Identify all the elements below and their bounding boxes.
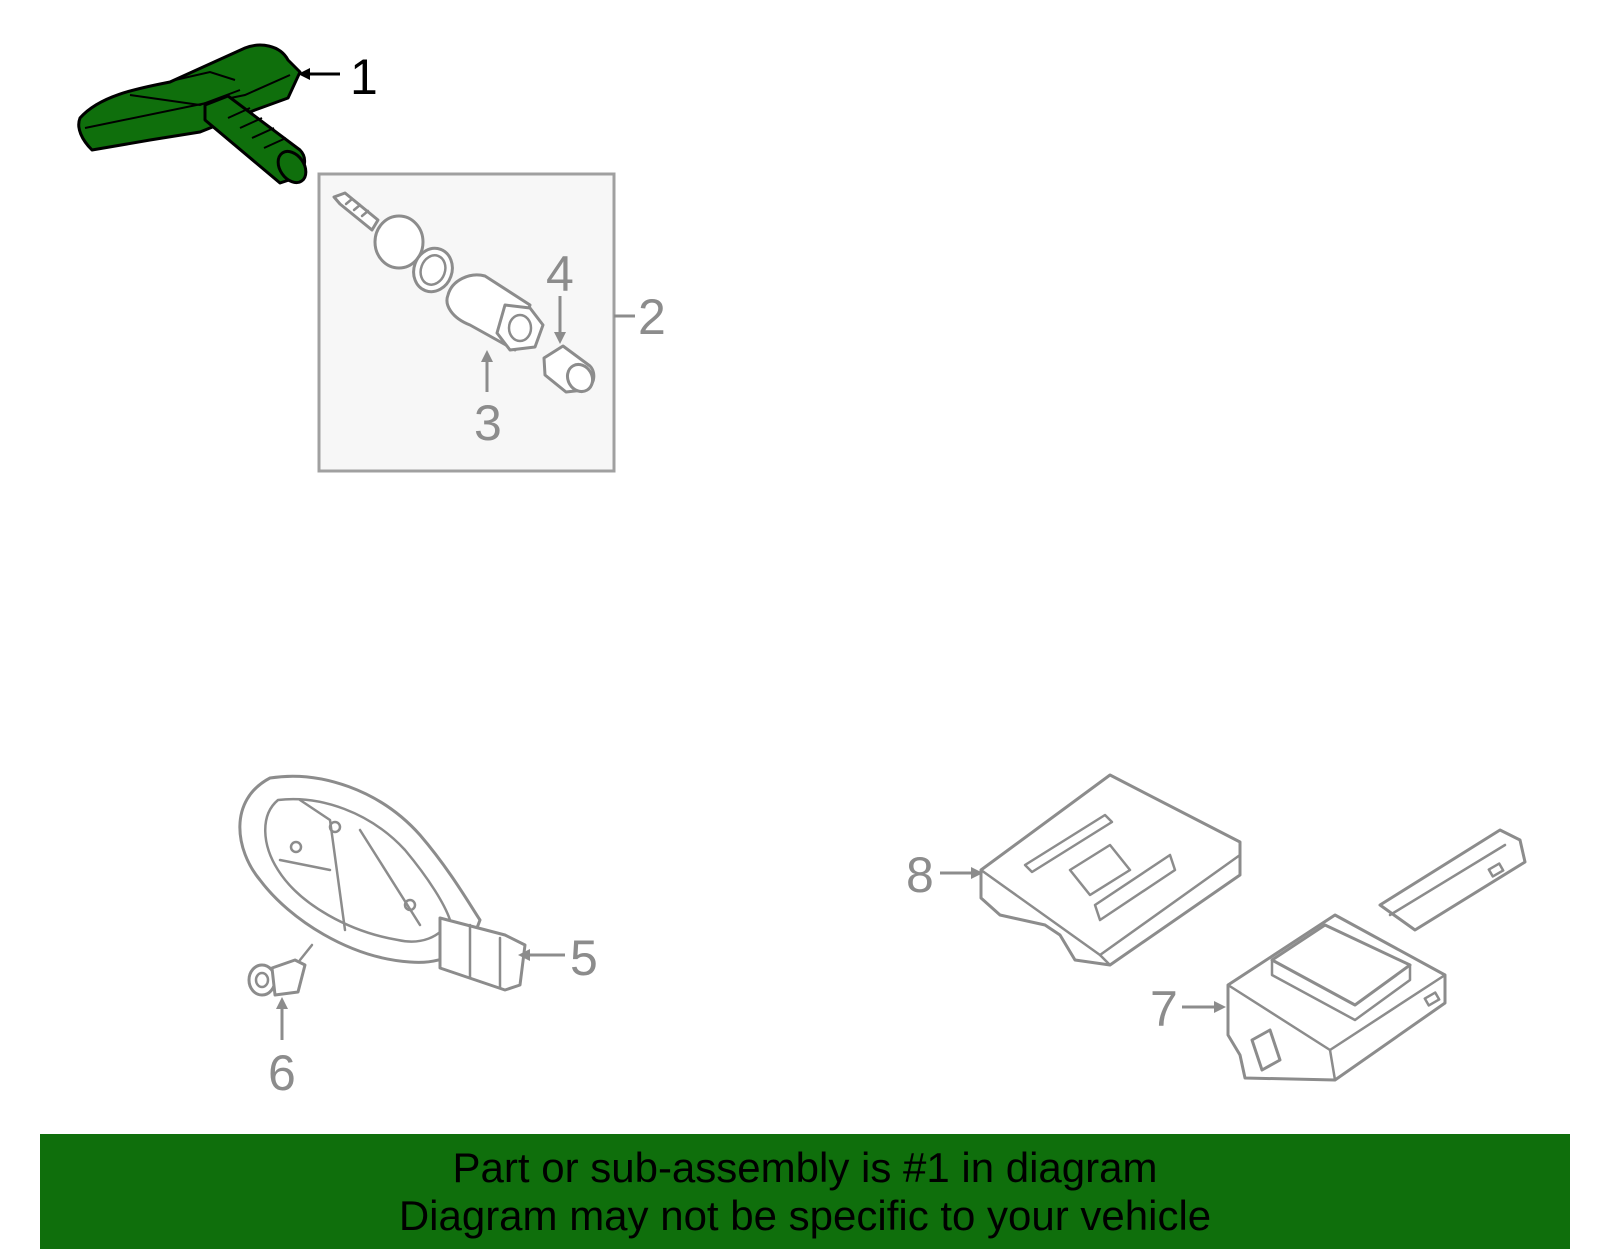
callout-8[interactable]: 8 — [906, 847, 934, 903]
part-5-bracket[interactable] — [238, 774, 527, 992]
info-banner: Part or sub-assembly is #1 in diagram Di… — [40, 1134, 1570, 1249]
arrowhead-6 — [276, 997, 288, 1009]
part-6-clip[interactable] — [247, 943, 314, 997]
callout-3[interactable]: 3 — [474, 395, 502, 451]
callout-1[interactable]: 1 — [350, 49, 378, 105]
banner-vehicle-note: Diagram may not be specific to your vehi… — [398, 1192, 1212, 1239]
part-7-control-module[interactable] — [1226, 828, 1527, 1082]
arrowhead-7 — [1214, 1001, 1226, 1013]
callout-6[interactable]: 6 — [268, 1045, 296, 1101]
arrowhead-3 — [481, 350, 493, 362]
arrowhead-5 — [518, 949, 530, 961]
arrowhead-4 — [554, 332, 566, 344]
callout-4[interactable]: 4 — [546, 246, 574, 302]
leader-lines — [276, 68, 1226, 1040]
callout-7[interactable]: 7 — [1150, 981, 1178, 1037]
part-3-valve-nut[interactable] — [445, 273, 545, 352]
part-1-tire-pressure-sensor[interactable] — [77, 43, 312, 188]
callout-2[interactable]: 2 — [638, 289, 666, 345]
part-4-valve-cap[interactable] — [542, 344, 597, 396]
part-8-cover[interactable] — [979, 773, 1242, 967]
banner-part-note: Part or sub-assembly is #1 in diagram — [452, 1144, 1158, 1191]
arrowhead-8 — [971, 867, 983, 879]
callout-5[interactable]: 5 — [570, 930, 598, 986]
callouts: 1 2 3 4 5 6 7 8 — [268, 49, 1178, 1101]
arrowhead-1 — [298, 68, 310, 80]
